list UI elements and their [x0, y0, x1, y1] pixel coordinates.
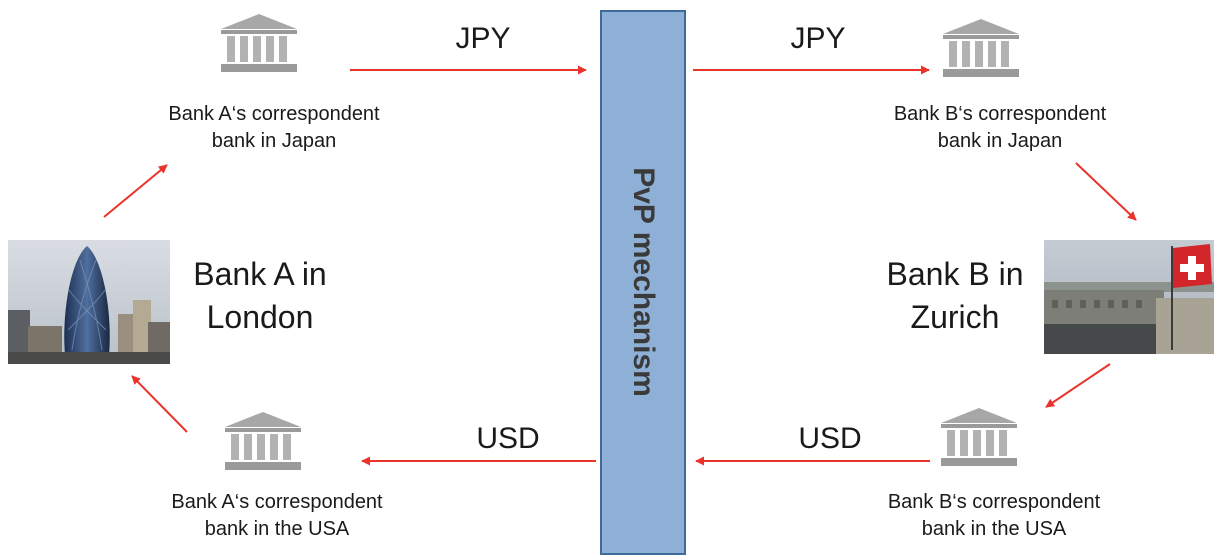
- arrow-zurich-to-b-usa: [1045, 363, 1111, 408]
- bank-building-icon: [221, 14, 297, 72]
- currency-label-usd-right: USD: [798, 422, 862, 455]
- currency-label-jpy-right: JPY: [790, 22, 846, 55]
- arrow-london-to-a-japan: [103, 164, 168, 218]
- arrow-a-usa-to-london: [131, 375, 188, 433]
- currency-label-usd-left: USD: [476, 422, 540, 455]
- bank-b-japan-caption: Bank B‘s correspondent bank in Japan: [893, 103, 1107, 152]
- arrow-b-japan-to-zurich: [1075, 162, 1137, 221]
- zurich-rooftops-photo: [1044, 240, 1214, 354]
- bank-a-london-label: Bank A in London: [193, 256, 327, 335]
- bank-building-icon: [943, 19, 1019, 77]
- currency-label-jpy-left: JPY: [455, 22, 511, 55]
- bank-a-japan-caption: Bank A‘s correspondent bank in Japan: [168, 103, 380, 152]
- bank-a-usa-caption: Bank A‘s correspondent bank in the USA: [171, 491, 383, 540]
- bank-building-icon: [225, 412, 301, 470]
- pvp-mechanism-bar: [600, 10, 686, 555]
- london-skyline-photo: [8, 240, 170, 364]
- bank-b-zurich-label: Bank B in Zurich: [886, 256, 1024, 335]
- bank-b-usa-caption: Bank B‘s correspondent bank in the USA: [887, 491, 1101, 540]
- bank-building-icon: [941, 408, 1017, 466]
